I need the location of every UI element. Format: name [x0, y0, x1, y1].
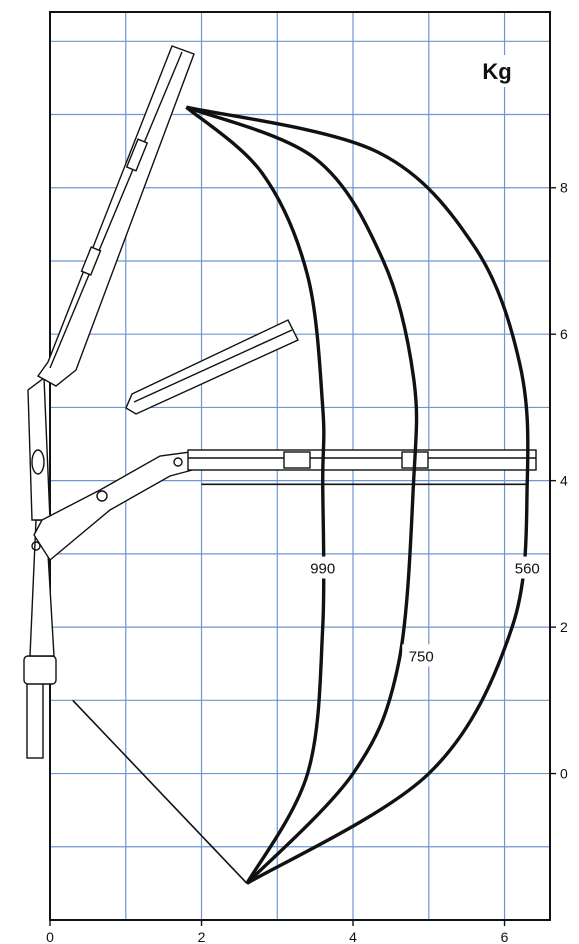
- crane-upper-mast: [27, 376, 51, 521]
- unit-label: Kg: [482, 59, 511, 84]
- x-tick-label: 4: [349, 929, 357, 944]
- curve-label-bg: [508, 556, 547, 579]
- load-curve-990: [185, 105, 326, 885]
- raised-boom-collar: [125, 138, 149, 172]
- boom-section-a: [283, 451, 311, 469]
- horizontal-boom: [187, 449, 537, 471]
- curve-label-560: 560: [515, 561, 540, 578]
- y-tick-label: 6: [560, 326, 568, 342]
- x-tick-label: 6: [501, 929, 509, 944]
- reach-line: [72, 699, 248, 884]
- curve-label-750: 750: [409, 648, 434, 665]
- raised-boom-collar-lower: [80, 246, 102, 276]
- curve-label-990: 990: [310, 561, 335, 578]
- plot-border: [49, 11, 551, 921]
- x-tick-label: 2: [198, 929, 206, 944]
- unit-label-bg: [466, 55, 528, 87]
- y-tick-label: 4: [560, 473, 568, 489]
- plot-frame: [49, 11, 551, 921]
- crane-illustration: [23, 45, 537, 759]
- y-tick-label: 0: [560, 766, 568, 782]
- y-tick-label: 8: [560, 180, 568, 196]
- x-axis-ticks: 0 2 4 6: [46, 920, 509, 944]
- mast-joint-upper: [31, 449, 45, 475]
- load-curve-750: [185, 105, 419, 885]
- y-axis-ticks: 0 2 4 6 8: [550, 180, 568, 782]
- angled-boom-rail: [133, 329, 293, 403]
- curve-label-bg: [303, 556, 342, 579]
- raised-boom: [36, 45, 195, 387]
- load-curve-560: [185, 105, 530, 885]
- curve-label-bg: [402, 644, 441, 667]
- mid-arm-elbow: [173, 457, 183, 467]
- x-tick-label: 0: [46, 929, 54, 944]
- y-tick-label: 2: [560, 619, 568, 635]
- mid-arm-pivot: [96, 490, 108, 502]
- load-curves: [185, 105, 530, 885]
- crane-base: [23, 655, 57, 685]
- reach-lines: [72, 483, 528, 884]
- curve-labels: 990 750 560: [303, 556, 547, 667]
- raised-boom-rail: [49, 51, 183, 369]
- crane-mid-arm: [33, 451, 202, 562]
- mast-pivot-lower: [31, 541, 41, 551]
